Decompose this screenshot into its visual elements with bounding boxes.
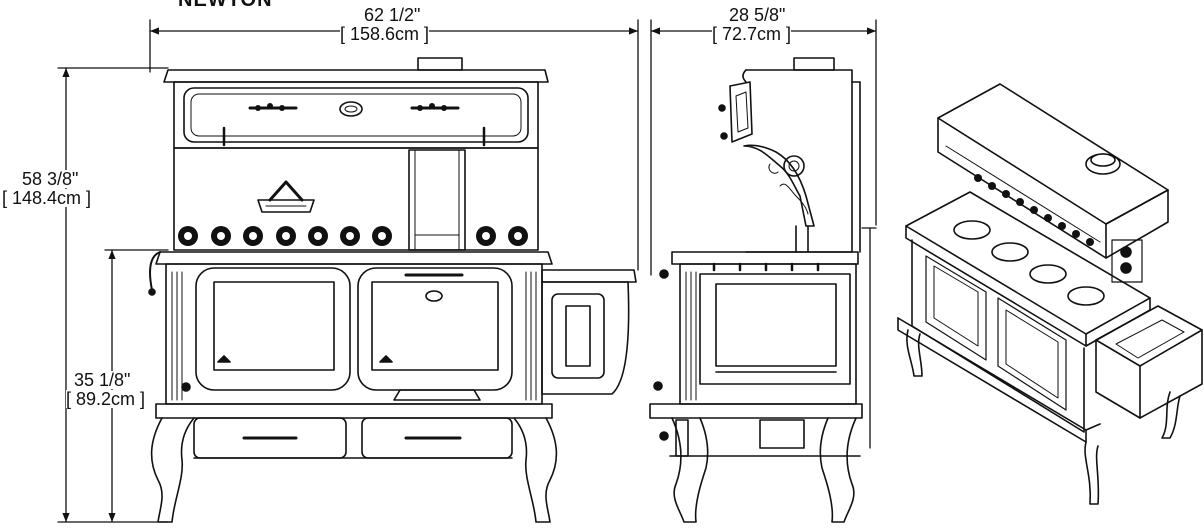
isometric-view [897,83,1203,505]
depth-imperial-label: 28 5/8" [729,5,786,25]
depth-metric-label: [ 72.7cm ] [712,24,792,44]
cooktop-height-imperial-label: 35 1/8" [74,370,131,390]
cooktop-height-metric-label: [ 89.2cm ] [66,389,146,409]
dimension-lines [57,19,877,523]
drawing-title: NEWTON [178,0,273,11]
height-metric-label: [ 148.4cm ] [2,188,92,208]
front-view [148,57,637,523]
width-metric-label: [ 158.6cm ] [340,24,430,44]
side-view [649,57,863,523]
height-imperial-label: 58 3/8" [22,169,79,189]
width-imperial-label: 62 1/2" [364,5,421,25]
